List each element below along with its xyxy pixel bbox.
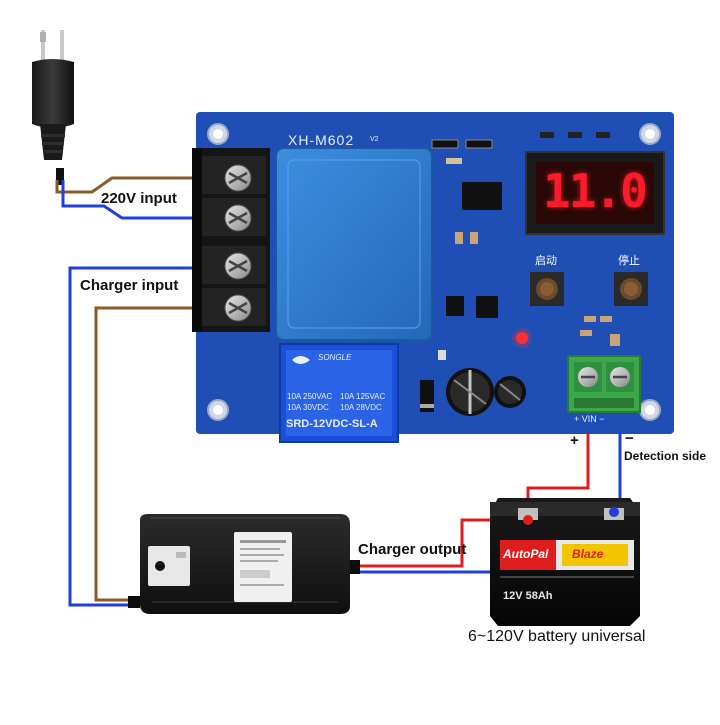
stop-button-label: 停止 <box>618 254 640 267</box>
display-value: 11.0 <box>543 164 648 218</box>
battery-rating: 12V 58Ah <box>503 590 553 602</box>
car-battery-icon <box>490 498 640 626</box>
diode <box>420 380 434 412</box>
start-button-label: 启动 <box>535 254 557 267</box>
battery-positive-terminal <box>518 508 538 520</box>
seven-segment-display <box>525 151 665 235</box>
terminal-screw <box>202 156 266 194</box>
wire-charger-input-brown <box>94 306 232 602</box>
wires <box>55 168 622 607</box>
stop-button[interactable] <box>614 272 648 306</box>
label-plus: + <box>570 432 579 449</box>
pcb-components <box>431 132 620 360</box>
board-model-label: XH-M602 <box>288 132 355 148</box>
relay-brand: SONGLE <box>318 353 352 362</box>
terminal-screw <box>202 288 266 326</box>
detection-terminal <box>567 355 641 413</box>
wire-charger-input-blue <box>68 266 232 607</box>
battery-brand: AutoPal <box>503 547 549 561</box>
relay-rating-2-left: 10A 30VDC <box>287 403 329 412</box>
terminal-screw <box>202 246 266 284</box>
terminal-polarity-label: + VIN − <box>574 414 605 424</box>
charger-adapter-icon <box>128 514 360 614</box>
relay-rating-2-right: 10A 28VDC <box>340 403 382 412</box>
board-version-label: V2 <box>370 136 379 143</box>
capacitor-small <box>494 376 526 408</box>
terminal-block <box>192 148 270 332</box>
relay-rating-1-left: 10A 250VAC <box>287 392 333 401</box>
transformer <box>275 147 433 341</box>
terminal-screw <box>202 198 266 236</box>
label-charger-input: Charger input <box>80 277 179 294</box>
battery-sub-brand: Blaze <box>572 547 604 561</box>
status-led <box>516 332 528 344</box>
label-battery-universal: 6~120V battery universal <box>468 628 646 645</box>
label-detection-side: Detection side <box>624 449 707 463</box>
power-plug-icon <box>32 30 74 160</box>
label-charger-output: Charger output <box>358 541 467 558</box>
wire-220v-blue <box>61 180 232 220</box>
relay-icon <box>279 343 399 443</box>
label-minus: − <box>625 430 634 447</box>
label-220v-input: 220V input <box>101 190 177 207</box>
start-button[interactable] <box>530 272 564 306</box>
relay-model: SRD-12VDC-SL-A <box>286 418 378 430</box>
relay-rating-1-right: 10A 125VAC <box>340 392 386 401</box>
wire-220v-brown <box>55 176 232 194</box>
capacitor-large <box>446 368 494 416</box>
